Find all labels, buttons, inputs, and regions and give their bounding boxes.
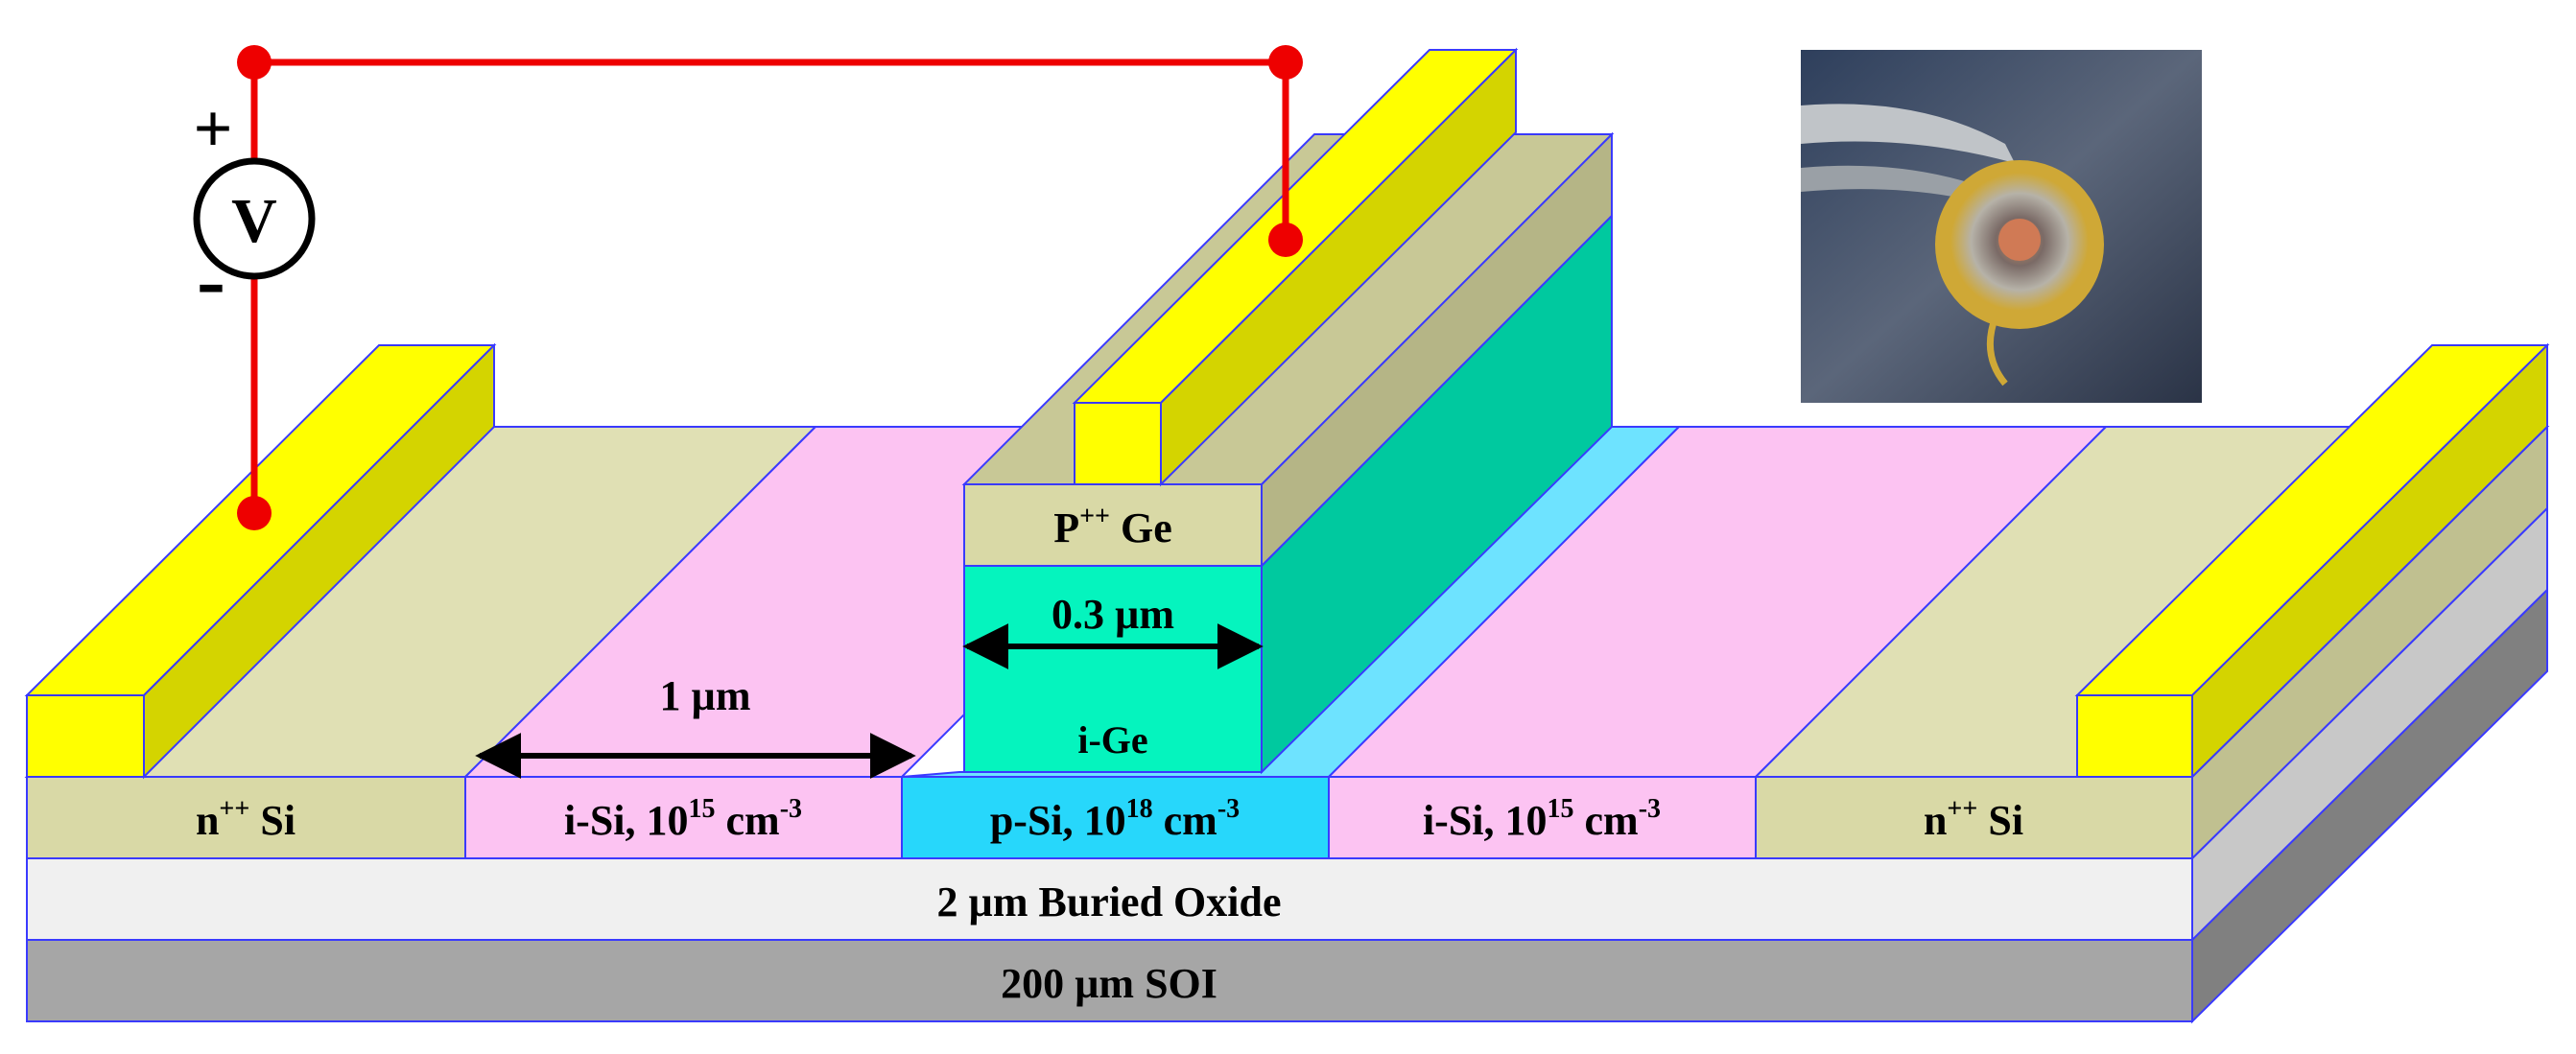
device-photo: [1801, 50, 2202, 403]
soi-front: [26, 939, 2193, 1022]
photo-tweezers: [1801, 104, 2015, 163]
terminal-corner-right: [1268, 45, 1303, 80]
base-slab: [24, 424, 2550, 1024]
label-width-ge: 0.3 µm: [1052, 591, 1174, 638]
label-ige: i-Ge: [1077, 718, 1147, 761]
contacts: [24, 47, 2550, 780]
voltmeter-circle: [193, 157, 316, 280]
voltmeter-circuit: V + -: [193, 45, 1303, 530]
label-nsi-left: n++ Si: [196, 794, 295, 844]
plus-sign: +: [193, 90, 232, 167]
label-buried-oxide: 2 µm Buried Oxide: [936, 878, 1281, 925]
voltmeter-symbol: V: [231, 186, 277, 256]
label-nsi-right: n++ Si: [1924, 794, 2023, 844]
contact-ge-front: [1074, 402, 1162, 485]
minus-sign: -: [197, 233, 225, 328]
nsi-left-front: [26, 776, 466, 859]
label-pge: P++ Ge: [1053, 502, 1172, 551]
terminal-left: [237, 496, 272, 530]
photo-lead: [1986, 315, 2008, 386]
label-width-isi: 1 µm: [659, 672, 750, 719]
oxide-front: [26, 857, 2193, 941]
label-isi-left: i-Si, 1015 cm-3: [564, 794, 802, 844]
region-labels: n++ Si i-Si, 1015 cm-3 p-Si, 1018 cm-3 i…: [196, 502, 2023, 1007]
label-soi: 200 µm SOI: [1001, 960, 1217, 1007]
label-psi: p-Si, 1018 cm-3: [990, 794, 1240, 844]
terminal-corner-left: [237, 45, 272, 80]
contact-left-front: [26, 694, 145, 778]
nsi-right-front: [1755, 776, 2193, 859]
contact-right-front: [2076, 694, 2193, 778]
wire-top: [250, 59, 1289, 513]
label-isi-right: i-Si, 1015 cm-3: [1423, 794, 1661, 844]
photo-tweezers-lower: [1801, 165, 1996, 206]
terminal-ge: [1268, 223, 1303, 257]
photo-package-window: [1998, 219, 2041, 261]
isi-left-front: [464, 776, 903, 859]
